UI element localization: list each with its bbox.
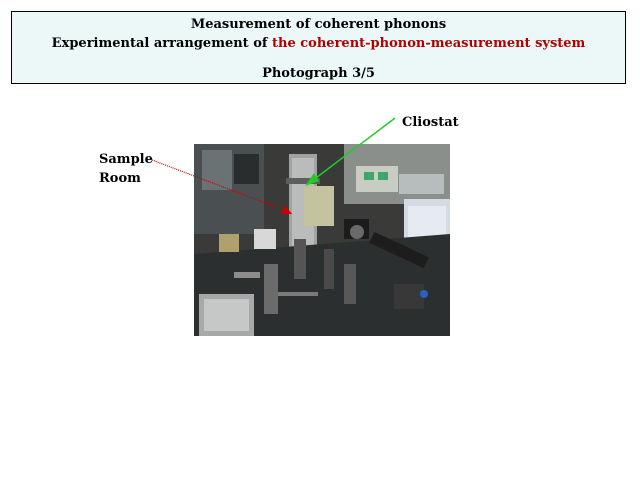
cliostat-label: Cliostat xyxy=(402,115,459,130)
photo-counter: Photograph 3/5 xyxy=(262,66,375,81)
experiment-photograph xyxy=(194,144,450,336)
sample-label-line2: Room xyxy=(99,171,141,186)
sample-label-line1: Sample xyxy=(99,152,153,167)
subtitle-prefix: Experimental arrangement of xyxy=(51,36,273,51)
page-title: Measurement of coherent phonons xyxy=(190,17,447,32)
sample-room-label: Sample Room xyxy=(99,150,153,188)
header-box: Measurement of coherent phonons Experime… xyxy=(11,11,626,84)
subtitle-highlight: the coherent-phonon-measurement system xyxy=(272,36,586,51)
page-subtitle: Experimental arrangement of the coherent… xyxy=(12,36,625,51)
photograph-image xyxy=(194,144,450,336)
